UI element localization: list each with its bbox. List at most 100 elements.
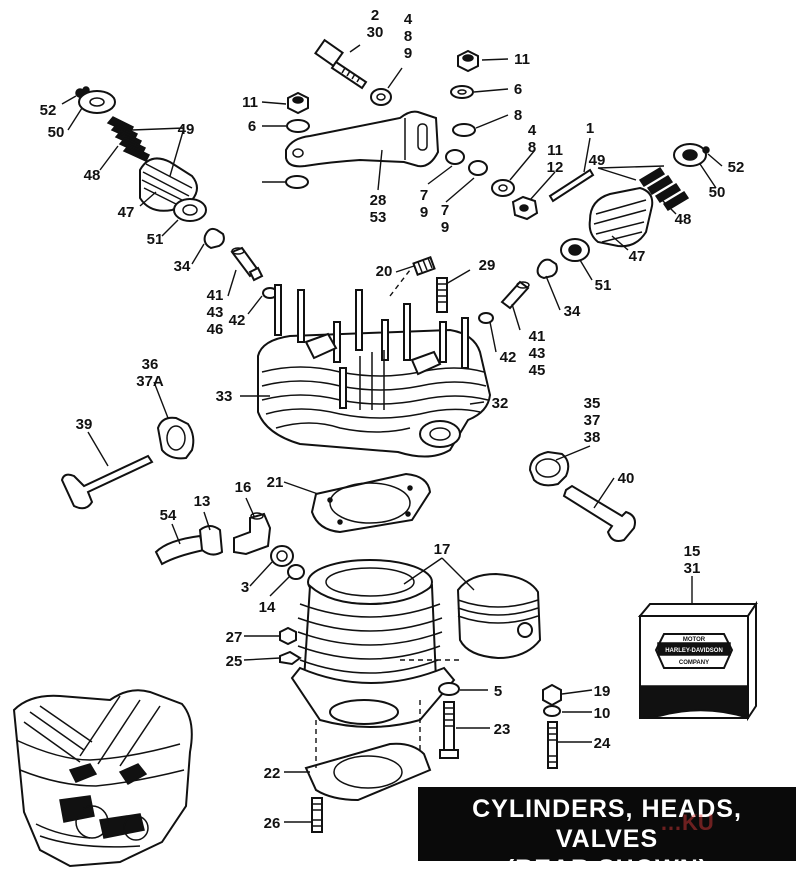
left-valve-spring-set [75,86,225,250]
valve-guide-seal-left [156,416,195,460]
leader-lines [61,44,723,823]
callout: 19 [594,683,611,700]
callout: 8 [514,107,522,124]
oring-14 [287,564,305,580]
callout: 46 [207,321,224,338]
callout-numbers: 2 30 4 8 9 11 6 11 6 8 28 53 4 8 7 9 7 9… [40,7,745,832]
washer-7b [468,160,488,176]
head-bolt [314,38,368,90]
callout: 10 [594,705,611,722]
washer-25 [279,650,302,666]
callout: 13 [194,493,211,510]
washer-9 [370,88,392,106]
callout: 4 [404,11,413,28]
callout: 7 [441,202,449,219]
head-bracket [285,110,440,168]
callout: 11 [514,51,530,68]
callout: 48 [84,167,101,184]
logo-bottom: COMPANY [679,660,709,666]
engine-thumbnail [12,689,193,868]
callout: 30 [367,24,384,41]
callout: 47 [629,248,646,265]
callout: 7 [420,187,428,204]
callout: 53 [370,209,387,226]
callout: 2 [371,7,379,24]
callout: 27 [226,629,243,646]
nut-19 [542,683,562,707]
nut-3 [270,545,294,567]
right-valve-spring-set [536,143,710,280]
callout: 42 [500,349,517,366]
hose-54 [154,534,206,566]
callout: 43 [207,304,224,321]
callout: 8 [404,28,412,45]
cylinder-head [257,284,492,458]
callout: 52 [728,159,745,176]
callout: 28 [370,192,387,209]
callout: 9 [441,219,449,236]
callout: 50 [709,184,726,201]
logo-middle: HARLEY-DAVIDSON [665,648,723,654]
callout: 29 [479,257,496,274]
bolt-23 [439,701,459,759]
callout: 5 [494,683,502,700]
callout: 52 [40,102,57,119]
base-gasket-22 [304,742,432,802]
callout: 34 [174,258,191,275]
cylinder [290,559,456,728]
callout: 42 [229,312,246,329]
nut-27 [279,626,297,646]
title-line-1: CYLINDERS, HEADS, VALVES [472,795,742,853]
callout: 21 [267,474,284,491]
nut-11-top [457,49,479,73]
gasket-kit-box: MOTOR HARLEY-DAVIDSON COMPANY [637,600,758,722]
callout: 51 [595,277,612,294]
callout: 43 [529,345,546,362]
fitting-41-right [500,280,530,310]
stud-20 [412,256,436,276]
piston-17 [456,572,542,660]
callout: 41 [529,328,546,345]
nut-12 [511,195,539,221]
callout: 11 [547,142,563,159]
callout: 23 [494,721,511,738]
washer-5 [438,682,460,696]
nut-11-left [287,91,309,115]
callout: 3 [241,579,249,596]
callout: 20 [376,263,393,280]
callout: 1 [586,120,594,137]
callout: 8 [528,139,536,156]
callout: 34 [564,303,581,320]
callout: 48 [675,211,692,228]
callout: 9 [404,45,412,62]
fitting-41-left [230,246,264,282]
callout: 37A [136,373,164,390]
callout: 38 [584,429,601,446]
watermark: …KU [660,810,714,835]
washer-8-top [452,123,476,137]
callout: 49 [589,152,606,169]
callout: 54 [160,507,177,524]
callout: 45 [529,362,546,379]
valve-40 [562,484,636,542]
callout: 50 [48,124,65,141]
callout: 4 [528,122,537,139]
callout: 9 [420,204,428,221]
callout: 24 [594,735,611,752]
title-line-2: (REAR SHOWN) [505,855,709,883]
callout: 11 [242,94,258,111]
callout: 12 [547,159,564,176]
callout: 6 [514,81,522,98]
callout: 14 [259,599,276,616]
callout: 39 [76,416,93,433]
valve-guide-seal-right [528,450,570,487]
stud-24 [547,721,558,769]
callout: 31 [684,560,701,577]
washer-6-top [450,85,474,99]
washer-6-left [286,119,310,133]
gasket-42-right [478,312,494,324]
callout: 6 [248,118,256,135]
pin-1 [548,168,595,203]
